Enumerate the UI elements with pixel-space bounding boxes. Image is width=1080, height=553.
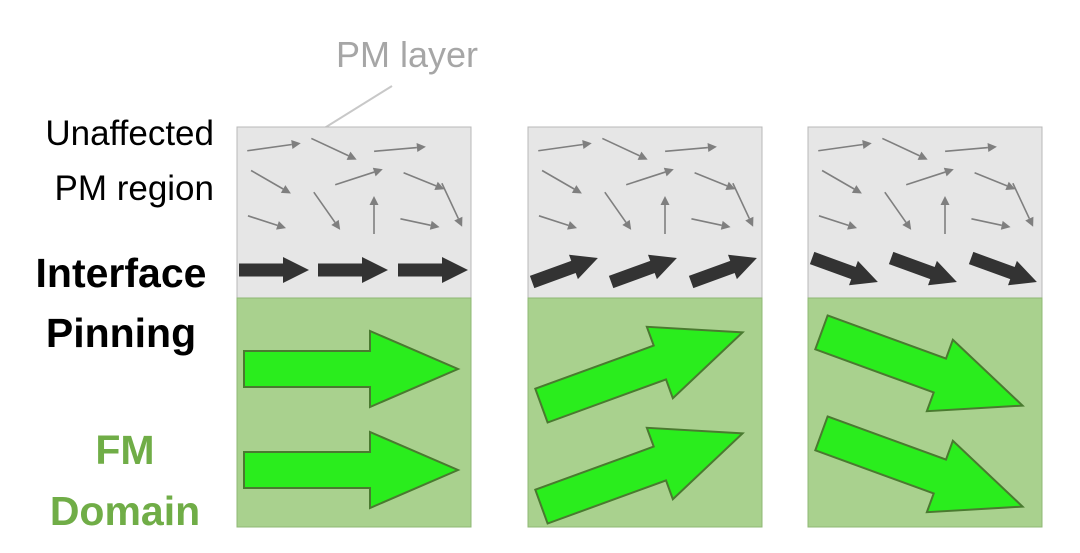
fm-magnetization-arrow <box>814 415 1025 514</box>
fm-magnetization-arrow <box>534 426 745 525</box>
pinning-spin-arrow <box>239 257 309 283</box>
random-spin-arrow <box>818 215 858 230</box>
unaffected-label-line2: PM region <box>54 169 214 208</box>
unaffected-pm-region-label: Unaffected PM region <box>45 106 214 216</box>
pinning-spin-arrow <box>398 257 468 283</box>
fm-magnetization-arrow <box>814 314 1025 413</box>
random-spin-arrow <box>538 215 578 230</box>
random-spin-arrow <box>818 140 872 152</box>
random-spins <box>818 137 1034 234</box>
random-spin-arrow <box>665 143 717 153</box>
random-spins <box>538 137 754 234</box>
fm-domain-box <box>236 297 472 528</box>
random-spin-arrow <box>311 137 357 160</box>
random-spin-arrow <box>604 191 632 230</box>
interface-label-line2: Pinning <box>45 310 197 356</box>
pinning-spin-arrow <box>608 254 677 289</box>
random-spin-arrow <box>821 169 862 194</box>
random-spin-arrow <box>945 143 997 153</box>
random-spin-arrow <box>374 143 426 153</box>
pinning-spin-arrow <box>529 254 598 289</box>
random-spin-arrow <box>691 218 731 230</box>
panel-2 <box>527 126 763 528</box>
random-spin-arrow <box>884 191 912 230</box>
pinning-spin-arrow <box>968 251 1037 286</box>
fm-magnetization-arrow <box>534 325 745 424</box>
random-spin-arrow <box>541 169 582 194</box>
fm-label-line1: FM <box>95 427 155 473</box>
fm-label-line2: Domain <box>49 488 201 534</box>
pm-layer-label: PM layer <box>336 34 479 75</box>
panel-3 <box>807 126 1043 528</box>
random-spin-arrow <box>905 167 954 186</box>
random-spin-arrow <box>974 172 1016 191</box>
fm-domain-label: FM Domain <box>30 420 220 542</box>
pinning-spin-arrow <box>809 251 878 286</box>
random-spin-arrow <box>882 137 928 160</box>
pm-layer-leader-line <box>317 85 393 133</box>
pinning-spin-arrow <box>318 257 388 283</box>
random-spin-arrow <box>247 140 301 152</box>
random-spin-arrow <box>940 196 950 234</box>
random-spin-arrow <box>971 218 1011 230</box>
random-spin-arrow <box>732 182 754 227</box>
random-spin-arrow <box>694 172 736 191</box>
panel-1 <box>236 126 472 528</box>
random-spin-arrow <box>538 140 592 152</box>
random-spin-arrow <box>1012 182 1034 227</box>
random-spin-arrow <box>247 215 287 230</box>
random-spin-arrow <box>369 196 379 234</box>
random-spins <box>247 137 463 234</box>
random-spin-arrow <box>660 196 670 234</box>
interface-pinning-label: Interface Pinning <box>26 243 216 363</box>
random-spin-arrow <box>602 137 648 160</box>
unaffected-label-line1: Unaffected <box>45 114 214 153</box>
random-spin-arrow <box>400 218 440 230</box>
random-spin-arrow <box>313 191 341 230</box>
pinning-spin-arrow <box>888 251 957 286</box>
random-spin-arrow <box>625 167 674 186</box>
fm-magnetization-arrow <box>243 329 461 409</box>
random-spin-arrow <box>334 167 383 186</box>
random-spin-arrow <box>441 182 463 227</box>
random-spin-arrow <box>403 172 445 191</box>
interface-label-line1: Interface <box>35 250 207 296</box>
pinning-spin-arrow <box>688 254 757 289</box>
fm-magnetization-arrow <box>243 430 461 510</box>
random-spin-arrow <box>250 169 291 194</box>
